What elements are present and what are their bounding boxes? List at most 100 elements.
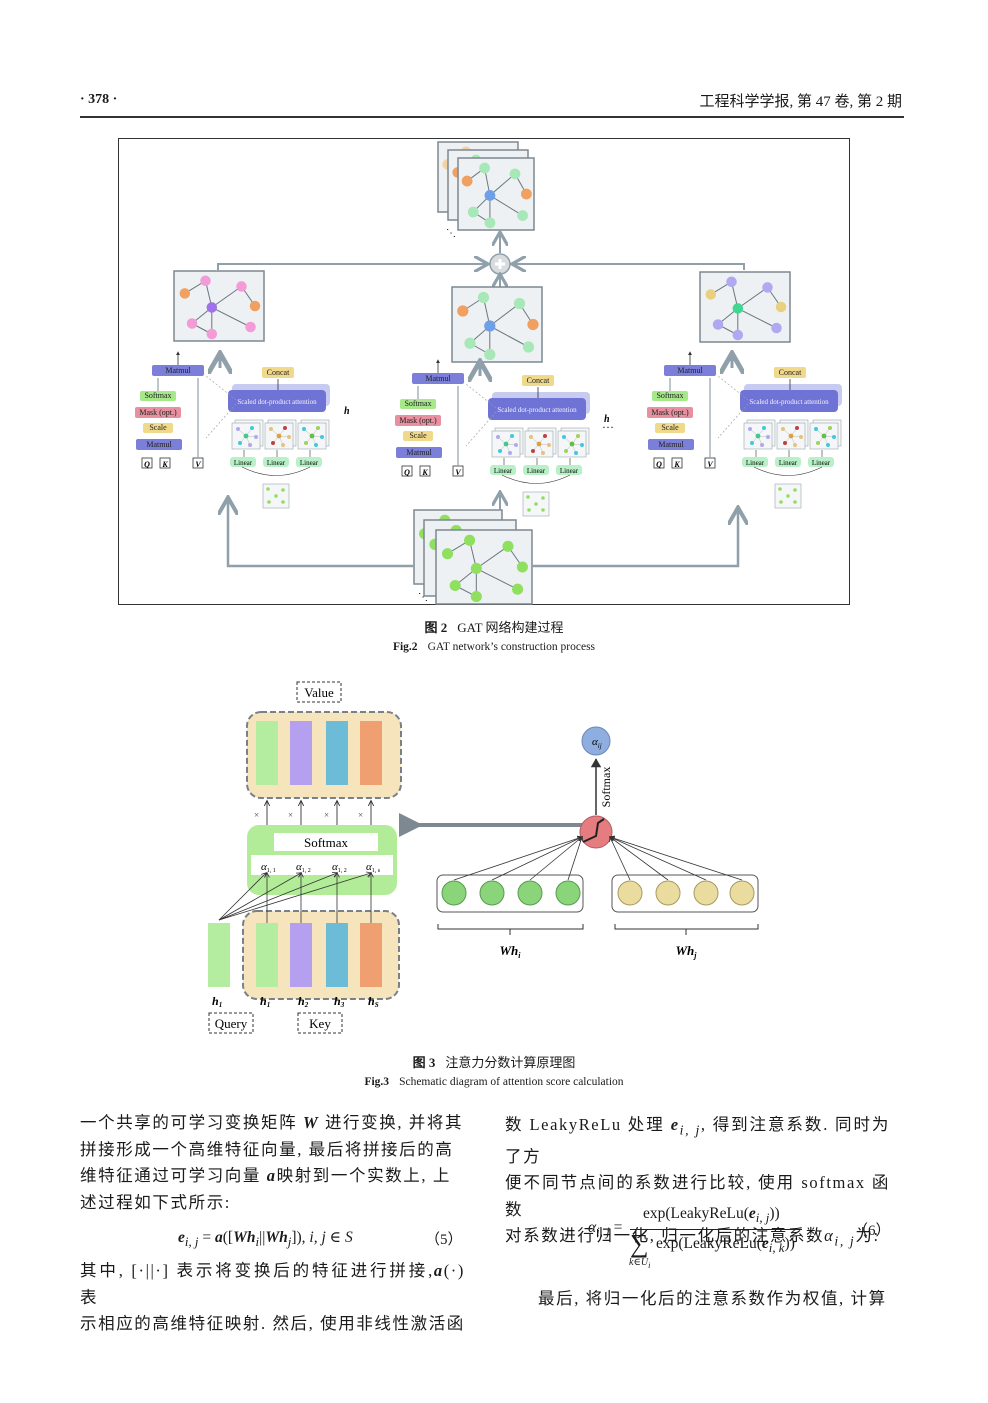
mini-center	[755, 433, 761, 439]
input-q-label: Q	[144, 460, 150, 469]
head3-output-graph-node	[726, 276, 737, 288]
zoom-line	[465, 411, 497, 447]
wh-i-arrow	[453, 837, 582, 881]
head2-output-graph-node	[464, 337, 476, 349]
right-line-2: 便不同节点间的系数进行比较, 使用 softmax 函数	[505, 1173, 890, 1219]
wh-i-node	[517, 880, 543, 906]
key-bar	[256, 923, 278, 987]
mini-node	[250, 426, 254, 430]
mini-node	[547, 443, 551, 447]
mini-node	[793, 443, 797, 447]
wh-i-arrow	[529, 837, 582, 881]
mini-center	[309, 433, 315, 439]
input-to-head1	[228, 500, 414, 568]
top-output-graph-node	[467, 206, 479, 218]
eq6-sum-symbol: ∑	[630, 1229, 649, 1258]
alpha-label: α1, 2	[332, 861, 347, 874]
input-mini-node	[527, 508, 531, 512]
wh-i-node	[479, 880, 505, 906]
scale-box-label: Scale	[661, 423, 679, 432]
head3-output-graph-center-node	[732, 303, 744, 314]
top-output-graph-center-node	[484, 190, 496, 201]
alpha-label: α1, 1	[261, 861, 276, 874]
input-mini-node	[793, 488, 797, 492]
value-bar	[326, 721, 348, 785]
matmul-top	[412, 373, 464, 384]
linear-box	[775, 457, 801, 467]
h-label: h2	[298, 994, 309, 1009]
mini-node	[508, 451, 512, 455]
head3-output-graph-frame	[699, 271, 791, 343]
mini-node	[562, 435, 566, 439]
head3-output-graph-edge	[737, 286, 768, 309]
input-mini-node	[526, 495, 530, 499]
value-bar	[360, 721, 382, 785]
mini-node	[832, 435, 836, 439]
key-label-box	[297, 1012, 343, 1034]
mini-node	[320, 435, 324, 439]
linear-label: Linear	[527, 467, 546, 475]
softmax-box-label: Softmax	[656, 391, 683, 400]
equation-5: ei, j = a([Whi||Whj]), i, j ∈ S	[178, 1229, 353, 1250]
mini-node	[238, 441, 242, 445]
input-mini-node	[274, 494, 278, 498]
wh-j-label: Whj	[675, 943, 697, 960]
input-graph-node	[441, 548, 454, 560]
linear-box	[742, 457, 768, 467]
matmul-bottom-label: Matmul	[406, 448, 432, 457]
mini-center	[569, 441, 575, 447]
input-k-box	[419, 465, 431, 477]
split-curve	[241, 466, 311, 476]
head1-output-graph-node	[179, 288, 191, 299]
input-mini-node	[793, 500, 797, 504]
mini-center	[503, 441, 509, 447]
query-bar	[208, 923, 230, 987]
input-graph	[435, 529, 533, 605]
input-k-label: K	[421, 468, 428, 477]
mini-node	[799, 435, 803, 439]
mini-node	[498, 449, 502, 453]
heads-ellipsis: …	[602, 417, 614, 431]
mini-node	[529, 435, 533, 439]
concat-box-label: Concat	[267, 368, 290, 377]
figure3-label-zh: 图 3	[412, 1055, 436, 1070]
input-mini-node	[266, 487, 270, 491]
value-label: Value	[304, 685, 334, 700]
softmax-box	[652, 391, 688, 401]
matmul-bottom-label: Matmul	[146, 440, 172, 449]
leakyrelu-icon	[582, 818, 605, 843]
linear-box	[296, 457, 322, 467]
concat-box	[262, 367, 294, 378]
linear-label: Linear	[779, 459, 798, 467]
left-line-1: 一个共享的可学习变换矩阵 W 进行变换, 并将其	[80, 1113, 464, 1132]
softmax-box	[400, 399, 436, 409]
head2-output-graph-node	[527, 318, 539, 331]
input-graph-edge	[476, 568, 518, 590]
h-label: hS	[368, 994, 379, 1009]
input-graph-node	[516, 561, 528, 573]
alpha-ij-label: αij	[592, 736, 602, 750]
mini-node	[316, 426, 320, 430]
concat-box-label: Concat	[779, 368, 802, 377]
input-graph-node	[464, 534, 476, 546]
head1-output-graph-edge	[211, 306, 251, 328]
wh-j-arrow	[610, 837, 631, 881]
mini-node	[236, 427, 240, 431]
split-curve	[501, 474, 571, 484]
matmul-top-label: Matmul	[677, 366, 703, 375]
figure2-title-en: GAT network’s construction process	[427, 641, 596, 653]
zoom-line	[465, 383, 497, 409]
head3-output-graph	[699, 271, 791, 343]
head3-output-graph-node	[705, 289, 717, 300]
mini-node	[304, 441, 308, 445]
mini-node	[281, 443, 285, 447]
h-label: h1	[212, 994, 222, 1009]
right-last-line: 最后, 将归一化后的注意系数作为权值, 计算	[538, 1289, 887, 1308]
input-graph-node	[470, 591, 482, 603]
input-mini-node	[267, 500, 271, 504]
scale-box	[143, 423, 173, 433]
